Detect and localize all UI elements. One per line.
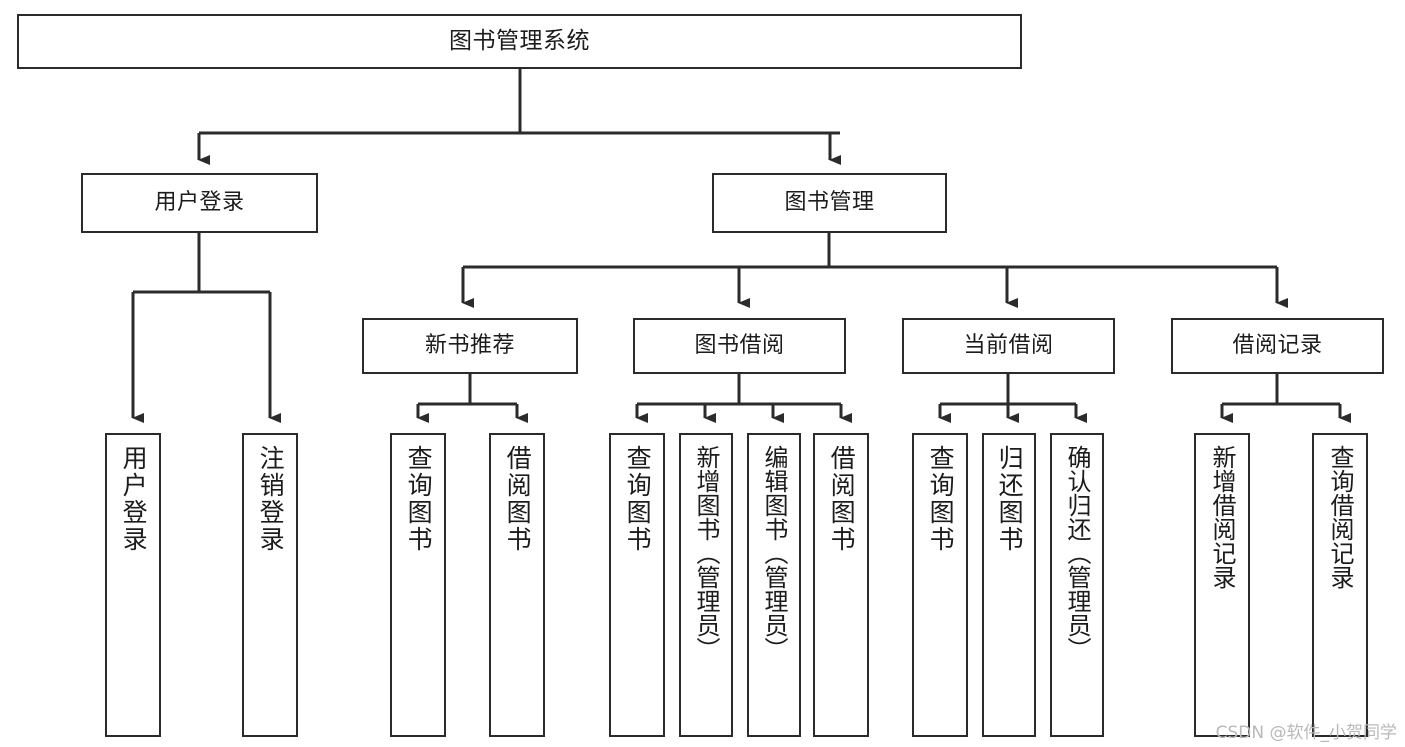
node-label: 注销登录 xyxy=(256,445,286,553)
node-label: 图书借阅 xyxy=(694,333,785,359)
node-leaf-user-login[interactable]: 用户登录 xyxy=(105,433,161,737)
node-label: 新书推荐 xyxy=(424,333,515,359)
node-leaf-add-borrow-record[interactable]: 新增借阅记录 xyxy=(1194,433,1250,737)
node-label: 用户登录 xyxy=(119,445,149,553)
node-user-login[interactable]: 用户登录 xyxy=(81,173,318,233)
node-new-book-recommend[interactable]: 新书推荐 xyxy=(362,318,578,374)
node-label: 借阅图书 xyxy=(503,445,533,553)
node-label: 当前借阅 xyxy=(963,333,1054,359)
watermark: CSDN @软件_小贺同学 xyxy=(1215,723,1397,743)
node-label: 用户登录 xyxy=(154,190,245,216)
node-current-borrow[interactable]: 当前借阅 xyxy=(902,318,1115,374)
node-leaf-edit-book-admin[interactable]: 编辑图书（管理员） xyxy=(747,433,801,737)
node-label: 查询借阅记录 xyxy=(1326,445,1354,589)
node-label: 图书管理系统 xyxy=(449,28,590,55)
node-label: 图书管理 xyxy=(784,190,875,216)
node-label: 借阅记录 xyxy=(1232,333,1323,359)
node-label: 查询图书 xyxy=(404,445,434,553)
node-leaf-confirm-return-admin[interactable]: 确认归还（管理员） xyxy=(1050,433,1104,737)
node-label: 查询图书 xyxy=(926,445,956,553)
node-label: 编辑图书（管理员） xyxy=(760,445,788,661)
node-label: 新增借阅记录 xyxy=(1208,445,1236,589)
node-label: 借阅图书 xyxy=(827,445,857,553)
node-leaf-return-book[interactable]: 归还图书 xyxy=(982,433,1036,737)
node-borrow-record[interactable]: 借阅记录 xyxy=(1171,318,1384,374)
node-book-management[interactable]: 图书管理 xyxy=(712,173,947,233)
node-leaf-borrow-book-recommend[interactable]: 借阅图书 xyxy=(489,433,545,737)
node-book-borrow[interactable]: 图书借阅 xyxy=(633,318,846,374)
node-label: 确认归还（管理员） xyxy=(1063,445,1091,661)
node-leaf-logout[interactable]: 注销登录 xyxy=(242,433,298,737)
node-leaf-query-book-borrow[interactable]: 查询图书 xyxy=(609,433,665,737)
node-leaf-add-book-admin[interactable]: 新增图书（管理员） xyxy=(679,433,733,737)
node-root-book-management-system[interactable]: 图书管理系统 xyxy=(17,14,1022,69)
node-leaf-query-book-current[interactable]: 查询图书 xyxy=(912,433,968,737)
node-label: 查询图书 xyxy=(623,445,653,553)
node-leaf-borrow-book[interactable]: 借阅图书 xyxy=(813,433,869,737)
node-label: 归还图书 xyxy=(995,445,1025,553)
node-leaf-query-borrow-record[interactable]: 查询借阅记录 xyxy=(1312,433,1368,737)
node-label: 新增图书（管理员） xyxy=(692,445,720,661)
node-leaf-query-book-recommend[interactable]: 查询图书 xyxy=(390,433,446,737)
